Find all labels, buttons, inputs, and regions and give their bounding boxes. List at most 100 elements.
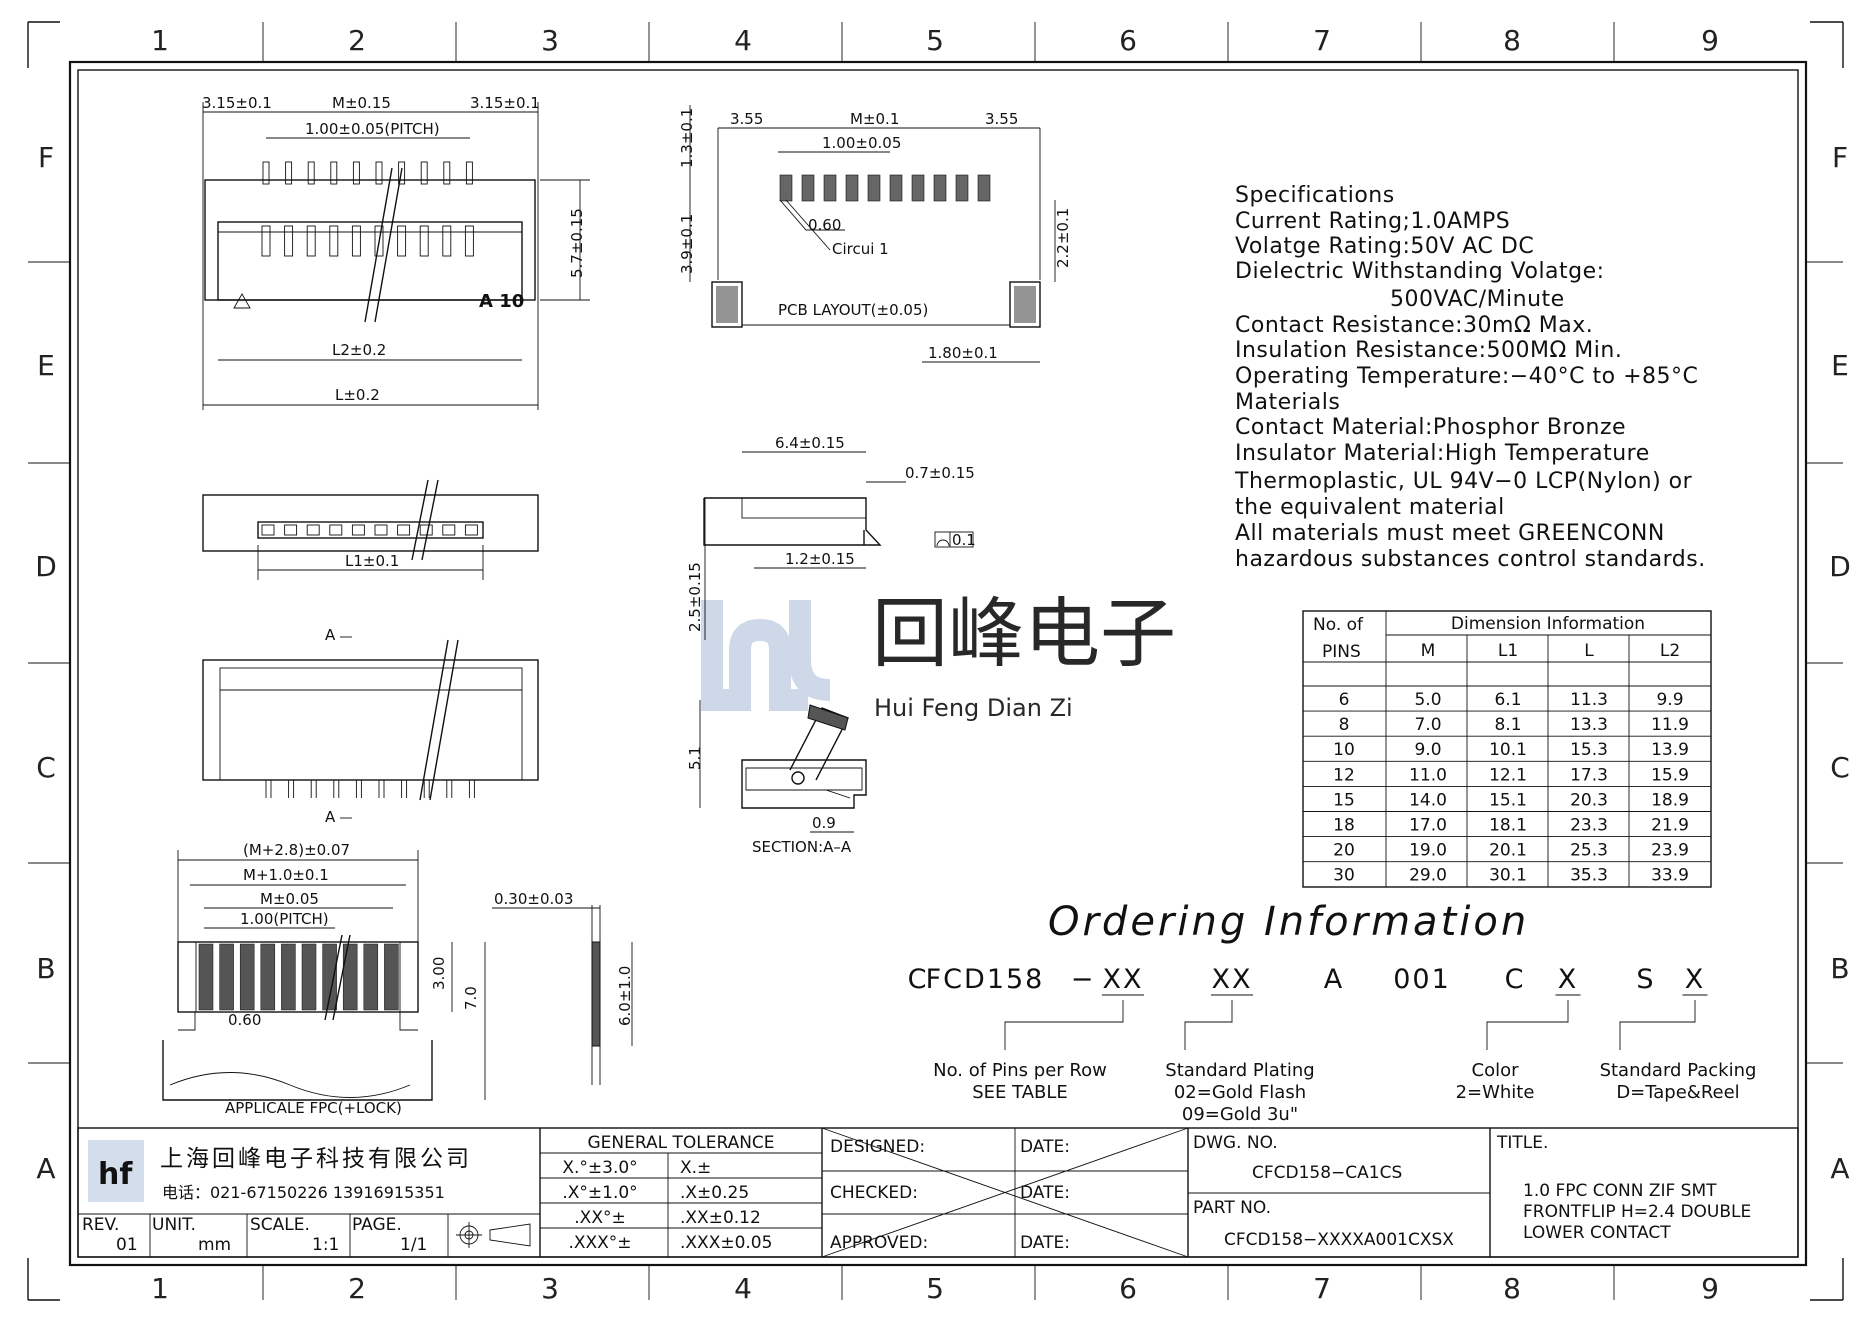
scale-value: 1:1: [312, 1235, 339, 1255]
watermark: 回峰电子 Hui Feng Dian Zi: [701, 589, 1176, 722]
pcb-circuit1-label: Circui 1: [832, 240, 889, 258]
table-cell: 12: [1333, 765, 1355, 785]
section-mark-bottom: A: [325, 808, 336, 826]
dim-fpc-7: 7.0: [462, 986, 480, 1010]
table-cell: 21.9: [1651, 816, 1689, 836]
zone-row-label: B: [36, 952, 55, 985]
zone-dividers: [28, 22, 1843, 1300]
spec-line: Materials: [1235, 390, 1340, 415]
tolerance-angle: X.°±3.0°: [562, 1158, 637, 1178]
zone-col-label: 8: [1503, 1272, 1521, 1305]
unit-value: mm: [198, 1235, 231, 1255]
dim-top-left-margin: 3.15±0.1: [202, 94, 272, 112]
table-cell: 7.0: [1414, 715, 1441, 735]
zone-col-label: 7: [1313, 1272, 1331, 1305]
title-block: hf 上海回峰电子科技有限公司 电话：021-67150226 13916915…: [77, 1127, 1799, 1258]
page-value: 1/1: [400, 1235, 427, 1255]
dim-pcb-180: 1.80±0.1: [928, 344, 998, 362]
order-code-segment: X: [1558, 964, 1579, 995]
order-note-line: No. of Pins per Row: [933, 1060, 1107, 1081]
zone-row-label: D: [1829, 550, 1851, 583]
table-cell: 10: [1333, 740, 1355, 760]
table-cell: 18.1: [1489, 816, 1527, 836]
projection-symbol-icon: [456, 1222, 531, 1248]
table-cell: 5.0: [1414, 690, 1441, 710]
dim-profile-12: 1.2±0.15: [785, 550, 855, 568]
dim-top-m: M±0.15: [332, 94, 391, 112]
order-code-segment: C: [1505, 964, 1526, 995]
spec-line: Dielectric Withstanding Volatge:: [1235, 259, 1605, 284]
dim-pcb-right: 3.55: [985, 110, 1018, 128]
table-cell: 6.1: [1494, 690, 1521, 710]
fpc-caption: APPLICALE FPC(+LOCK): [225, 1099, 402, 1117]
table-cell: 20.1: [1489, 841, 1527, 861]
watermark-logo-icon: [701, 600, 808, 711]
title-label: TITLE.: [1496, 1133, 1548, 1153]
dim-pcb-22: 2.2±0.1: [1054, 208, 1072, 268]
spec-line: the equivalent material: [1235, 495, 1505, 520]
date-label-2: DATE:: [1020, 1183, 1070, 1203]
top-marking: A 10: [479, 291, 524, 312]
zone-col-label: 5: [926, 24, 944, 57]
spec-line: hazardous substances control standards.: [1235, 547, 1706, 572]
table-col-header: L: [1584, 641, 1594, 661]
table-cell: 6: [1339, 690, 1350, 710]
dim-profile-25: 2.5±0.15: [686, 562, 704, 632]
profile-view: 6.4±0.15 0.7±0.15 0.1 1.2±0.15 2.5±0.15: [686, 434, 976, 640]
table-cell: 11.0: [1409, 765, 1447, 785]
date-label-1: DATE:: [1020, 1137, 1070, 1157]
table-cell: 10.1: [1489, 740, 1527, 760]
zone-row-label: B: [1830, 952, 1849, 985]
date-label-3: DATE:: [1020, 1233, 1070, 1253]
watermark-pinyin: Hui Feng Dian Zi: [874, 694, 1073, 722]
order-note-line: D=Tape&Reel: [1616, 1082, 1739, 1103]
order-code-segment: −: [1071, 964, 1096, 995]
tolerance-angle: .XX°±: [574, 1208, 625, 1228]
zone-col-label: 6: [1119, 1272, 1137, 1305]
dwg-number: CFCD158−CA1CS: [1252, 1163, 1402, 1183]
order-code-segment: XX: [1212, 964, 1253, 995]
side-view: L1±0.1: [202, 479, 539, 580]
zone-row-label: E: [1831, 349, 1849, 382]
dim-fpc-pad: 0.60: [228, 1011, 261, 1029]
dim-side-l1: L1±0.1: [345, 552, 399, 570]
dim-pcb-left: 3.55: [730, 110, 763, 128]
table-cell: 15.1: [1489, 790, 1527, 810]
zone-col-label: 9: [1701, 1272, 1719, 1305]
section-mark-top: A: [325, 626, 336, 644]
zone-col-label: 2: [348, 1272, 366, 1305]
dim-pcb-39: 3.9±0.1: [678, 214, 696, 274]
dim-fpc-m: M±0.05: [260, 890, 319, 908]
zone-col-label: 3: [541, 24, 559, 57]
spec-line: Current Rating;1.0AMPS: [1235, 209, 1510, 234]
table-cell: 17.0: [1409, 816, 1447, 836]
order-note-line: Color: [1472, 1060, 1520, 1081]
order-note-line: 02=Gold Flash: [1174, 1082, 1306, 1103]
part-label: PART NO.: [1193, 1198, 1271, 1218]
table-cell: 12.1: [1489, 765, 1527, 785]
zone-row-label: A: [36, 1152, 55, 1185]
dim-section-09: 0.9: [812, 814, 836, 832]
pcb-caption: PCB LAYOUT(±0.05): [778, 301, 928, 319]
table-cell: 23.9: [1651, 841, 1689, 861]
table-cell: 25.3: [1570, 841, 1608, 861]
tolerance-linear: .X±0.25: [680, 1183, 749, 1203]
order-note-line: SEE TABLE: [972, 1082, 1068, 1103]
dim-pcb-pad-len: 1.3±0.1: [678, 108, 696, 168]
dim-fpc-width: (M+2.8)±0.07: [243, 841, 350, 859]
zone-row-label: F: [38, 141, 54, 174]
order-code-segment: FCD158: [926, 964, 1045, 995]
order-code-segment: XX: [1103, 964, 1144, 995]
bottom-view: A A: [202, 626, 539, 826]
spec-line: Operating Temperature:−40°C to +85°C: [1235, 364, 1698, 389]
title-line-3: LOWER CONTACT: [1523, 1223, 1671, 1243]
company-logo-glyph: hf: [98, 1157, 133, 1192]
table-cell: 13.3: [1570, 715, 1608, 735]
section-caption: SECTION:A–A: [752, 838, 852, 856]
part-number: CFCD158−XXXXA001CXSX: [1224, 1230, 1454, 1250]
table-cell: 9.9: [1656, 690, 1683, 710]
spec-line: Volatge Rating:50V AC DC: [1235, 234, 1534, 259]
